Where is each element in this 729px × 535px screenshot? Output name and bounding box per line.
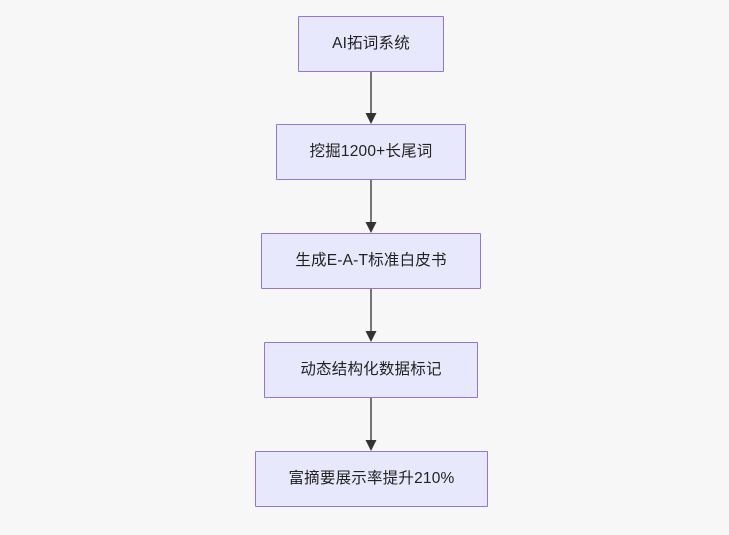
flow-node-mine-longtail-keywords[interactable]: 挖掘1200+长尾词 <box>276 124 466 180</box>
flow-node-generate-eat-whitepaper[interactable]: 生成E-A-T标准白皮书 <box>261 233 481 289</box>
edge-node4-to-node5 <box>365 398 377 451</box>
edge-node2-to-node3 <box>365 180 377 233</box>
flow-node-label: 富摘要展示率提升210% <box>288 469 455 487</box>
flow-node-dynamic-structured-data-markup[interactable]: 动态结构化数据标记 <box>264 342 478 398</box>
flow-node-label: AI拓词系统 <box>332 34 410 52</box>
edge-node3-to-node4 <box>365 289 377 342</box>
flow-node-label: 挖掘1200+长尾词 <box>309 142 433 160</box>
flow-node-label: 动态结构化数据标记 <box>300 360 442 378</box>
edge-node1-to-node2 <box>365 72 377 124</box>
flow-node-label: 生成E-A-T标准白皮书 <box>295 251 447 269</box>
flow-node-rich-snippet-impression-lift[interactable]: 富摘要展示率提升210% <box>255 451 488 507</box>
flow-node-ai-keyword-system[interactable]: AI拓词系统 <box>298 16 444 72</box>
